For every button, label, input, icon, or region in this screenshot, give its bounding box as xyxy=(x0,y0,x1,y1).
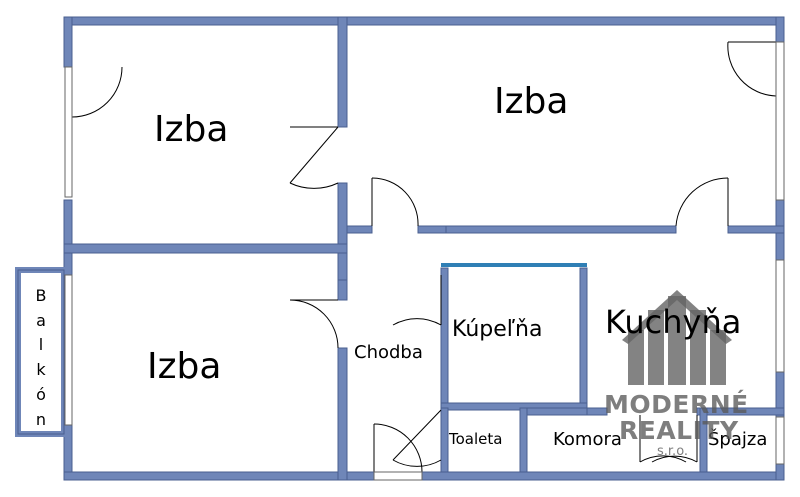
balcony-wall xyxy=(17,269,65,435)
wall xyxy=(337,279,348,301)
wall xyxy=(526,407,588,416)
wall xyxy=(440,267,449,409)
door-swing xyxy=(371,177,419,227)
wall xyxy=(417,225,447,234)
door-leaf xyxy=(392,409,442,461)
watermark-line2: REALITY xyxy=(619,416,739,445)
door-swing xyxy=(639,455,687,463)
windows xyxy=(64,41,785,481)
wall xyxy=(63,199,73,276)
door-swing xyxy=(392,318,442,326)
wall xyxy=(445,225,677,234)
room-label-spajza: Špajza xyxy=(708,429,768,450)
logo-roof xyxy=(622,290,732,344)
door-swing xyxy=(675,177,729,227)
wall xyxy=(421,471,785,481)
wall xyxy=(63,243,348,254)
balcony-letter: a xyxy=(36,311,46,330)
room-label-komora: Komora xyxy=(553,429,622,450)
logo-building xyxy=(710,330,726,385)
wall xyxy=(775,463,785,481)
watermark-line3: s.r.o. xyxy=(657,444,689,459)
room-label-chodba: Chodba xyxy=(354,342,423,363)
door-swing xyxy=(289,182,339,189)
room-label-toaleta: Toaleta xyxy=(449,430,503,448)
door-leaf xyxy=(289,126,339,184)
balcony-letter: k xyxy=(36,360,46,379)
wall xyxy=(586,407,608,416)
window xyxy=(775,416,785,465)
wall xyxy=(63,16,785,26)
room-label-izba-bottom-left: Izba xyxy=(147,346,222,387)
wall xyxy=(337,347,348,481)
wall xyxy=(775,16,785,43)
logo-building xyxy=(668,296,686,385)
company-logo xyxy=(622,290,732,385)
wall xyxy=(727,225,785,234)
balcony-letter: n xyxy=(35,410,47,429)
room-label-izba-top-right: Izba xyxy=(494,81,569,122)
room-label-izba-top-left: Izba xyxy=(154,109,229,150)
balcony-letter: B xyxy=(35,286,47,305)
wall xyxy=(519,407,528,473)
window xyxy=(775,259,785,373)
room-label-kupelna: Kúpeľňa xyxy=(452,317,543,342)
logo-building xyxy=(628,330,644,385)
wall xyxy=(337,16,348,128)
room-label-kuchyna: Kuchyňa xyxy=(605,303,742,341)
logo-building xyxy=(690,310,706,385)
wall xyxy=(337,182,348,281)
door-swing xyxy=(727,41,777,97)
watermark-line1: MODERNÉ xyxy=(604,390,749,419)
door-swing xyxy=(373,423,423,473)
wall xyxy=(579,267,588,409)
door-swing xyxy=(651,455,698,463)
balcony-letter: ó xyxy=(36,385,46,404)
walls xyxy=(15,16,785,481)
door-swing xyxy=(71,66,123,118)
wall xyxy=(699,407,708,473)
window xyxy=(64,66,73,198)
wall xyxy=(696,407,785,416)
wall xyxy=(440,407,449,473)
wall xyxy=(63,471,375,481)
window xyxy=(775,41,785,201)
wall xyxy=(440,402,588,411)
door-swing xyxy=(392,459,442,467)
wall xyxy=(63,16,73,68)
balcony-letter: l xyxy=(38,335,44,354)
window xyxy=(373,471,423,481)
wall xyxy=(346,225,373,234)
window xyxy=(64,274,73,426)
logo-building xyxy=(648,310,664,385)
door-swing xyxy=(289,299,339,349)
